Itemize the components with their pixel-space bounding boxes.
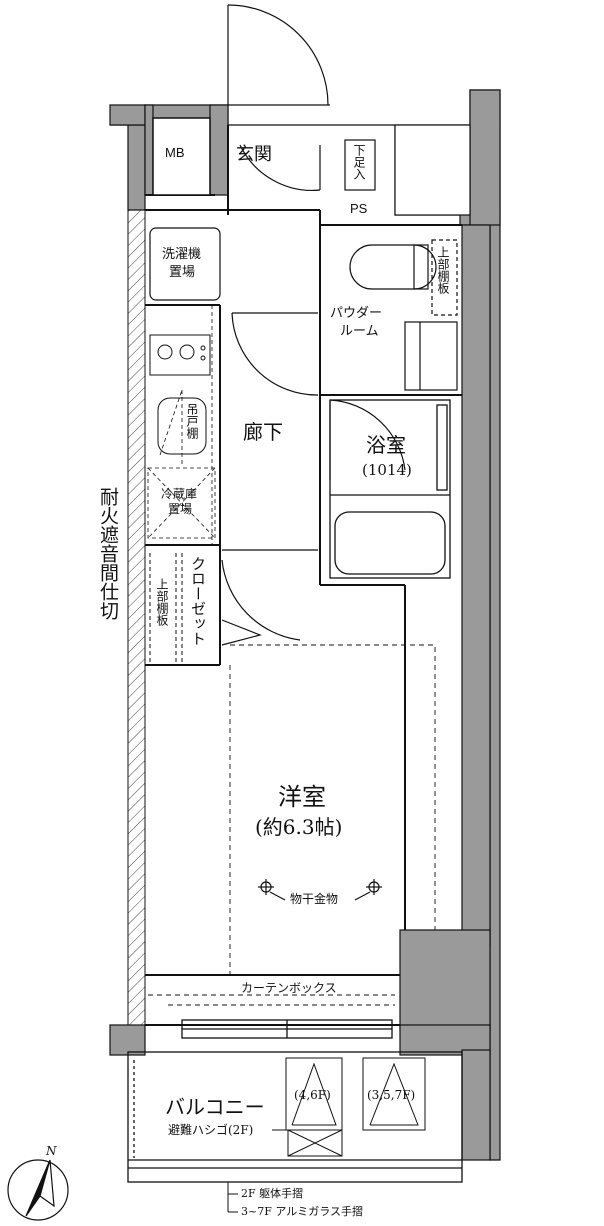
mb-label: MB bbox=[165, 145, 185, 160]
western-room-outline bbox=[148, 644, 436, 1006]
closet-shelf-label: 上部棚板 bbox=[155, 578, 169, 626]
closet-door bbox=[221, 549, 318, 646]
balcony-window bbox=[181, 1019, 393, 1039]
balcony-label: バルコニー bbox=[165, 1095, 265, 1119]
closet-label: クローゼット bbox=[189, 556, 207, 646]
corridor-label: 廊下 bbox=[243, 420, 283, 444]
fridge-label-2: 置場 bbox=[168, 502, 193, 516]
washer-label-1: 洗濯機 bbox=[162, 247, 202, 262]
corridor-door bbox=[231, 312, 319, 396]
bath-label: 浴室 bbox=[366, 433, 406, 457]
powder-room-fixtures bbox=[349, 239, 458, 391]
washer-box bbox=[149, 227, 221, 301]
curtain-box-label: カーテンボックス bbox=[241, 981, 337, 995]
railing-leaders bbox=[227, 1182, 238, 1213]
upper-shelf-label: 上部棚板 bbox=[436, 246, 450, 294]
fire-wall-hatch bbox=[127, 209, 146, 1026]
balcony-area bbox=[127, 1051, 463, 1183]
western-room-label: 洋室 bbox=[278, 783, 326, 811]
ladder-hatches bbox=[272, 1057, 426, 1157]
entrance-door bbox=[227, 4, 330, 191]
drying-hooks bbox=[258, 879, 382, 901]
western-size-label: (約6.3帖) bbox=[255, 815, 343, 839]
mb-box bbox=[152, 117, 211, 196]
floors-b-label: (3,5,7F) bbox=[367, 1088, 416, 1102]
structural-walls bbox=[109, 89, 501, 1161]
washer-label-2: 置場 bbox=[169, 265, 196, 280]
railing-note-1: 2F 躯体手摺 bbox=[241, 1187, 304, 1200]
fire-wall-label: 耐火遮音間仕切 bbox=[97, 487, 119, 620]
north-label: N bbox=[46, 1144, 57, 1158]
powder-label-2: ルーム bbox=[340, 324, 379, 339]
floors-a-label: (4,6F) bbox=[294, 1088, 331, 1102]
hanging-cabinet-lines bbox=[159, 389, 183, 465]
ladder-label: 避難ハシゴ(2F) bbox=[168, 1123, 254, 1137]
bath-fixtures bbox=[329, 399, 451, 579]
powder-label-1: パウダー bbox=[330, 306, 383, 321]
shoe-label: 下足入 bbox=[352, 144, 366, 180]
north-arrow-icon bbox=[7, 1159, 69, 1221]
hanging-cabinet-label: 吊戸棚 bbox=[185, 403, 199, 439]
stove bbox=[149, 334, 211, 376]
shoe-box bbox=[344, 139, 376, 191]
bath-size-label: (1014) bbox=[362, 461, 412, 479]
railing-note-2: 3~7F アルミガラス手摺 bbox=[241, 1205, 364, 1218]
ps-label: PS bbox=[350, 201, 368, 216]
fridge-area bbox=[147, 467, 216, 539]
fridge-label-1: 冷蔵庫 bbox=[161, 487, 198, 501]
drying-label: 物干金物 bbox=[290, 892, 339, 906]
entrance-label: 玄関 bbox=[236, 144, 272, 165]
